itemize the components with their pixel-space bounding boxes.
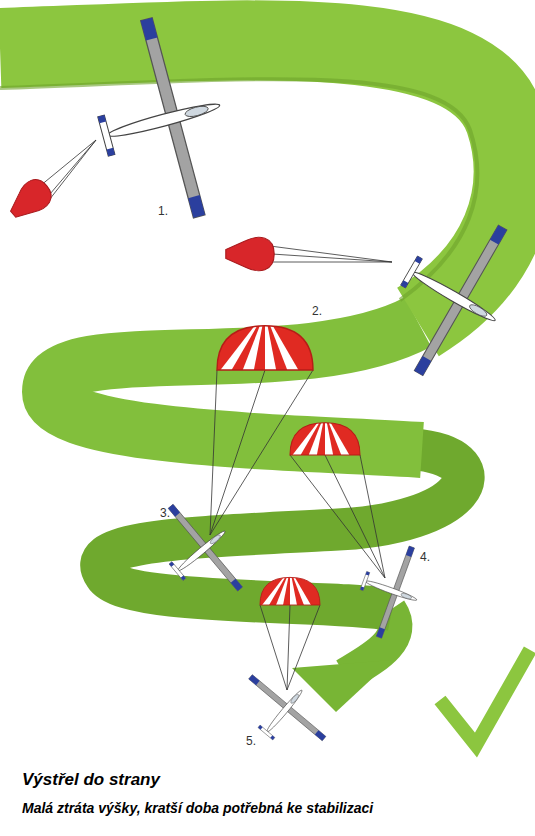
callout-number: 4.	[420, 550, 430, 564]
callout-number: 3.	[160, 506, 170, 520]
title: Výstřel do strany	[22, 770, 160, 790]
callout-number: 5.	[246, 734, 256, 748]
callout-number: 2.	[312, 304, 322, 318]
caption: Malá ztráta výšky, kratší doba potřebná …	[22, 800, 373, 816]
callout-number: 1.	[158, 204, 168, 218]
